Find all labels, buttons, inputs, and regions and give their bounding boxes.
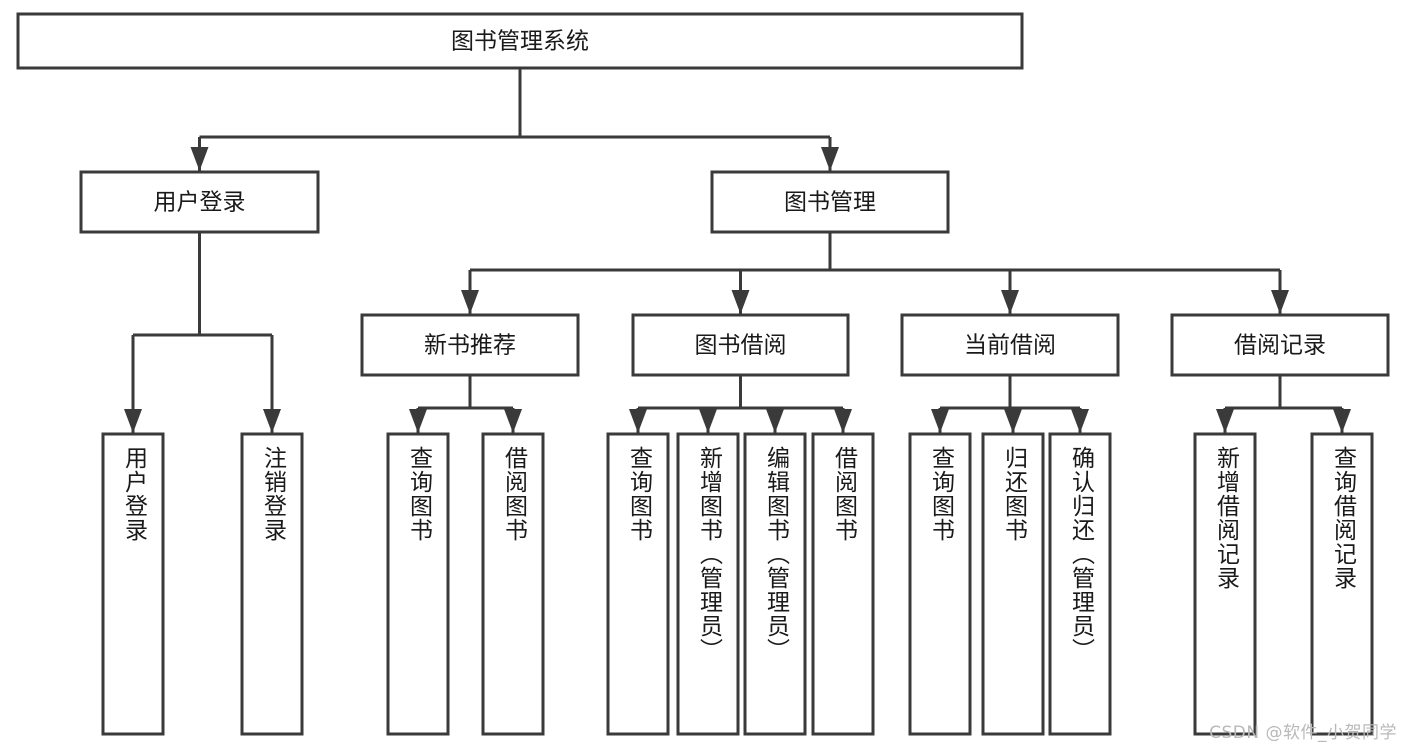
node-label-current-borrow: 当前借阅 [964,333,1056,359]
arrow-to-leaf-borrow-book-recommend [504,409,522,433]
node-box-book-management[interactable] [710,170,950,234]
node-label-user-login: 用户登录 [154,190,246,216]
node-box-leaf-query-book-recommend[interactable] [386,432,450,736]
arrow-to-new-book-recommend [461,290,479,314]
node-box-leaf-confirm-return-admin[interactable] [1048,432,1112,736]
node-box-leaf-return-book[interactable] [981,432,1045,736]
node-box-borrow-record[interactable] [1170,313,1390,377]
node-box-current-borrow[interactable] [900,313,1120,377]
arrow-to-leaf-logout-login [263,409,281,433]
arrow-to-leaf-user-login [124,409,142,433]
node-box-user-login[interactable] [79,170,320,234]
node-label-root: 图书管理系统 [451,29,589,55]
node-box-new-book-recommend[interactable] [360,313,580,377]
arrow-to-book-borrow [731,290,750,314]
arrow-to-book-management [821,147,839,171]
node-label-book-management: 图书管理 [784,190,876,216]
watermark-text: CSDN @软件_小贺同学 [1209,723,1397,743]
arrow-to-user-login [190,147,209,171]
node-box-leaf-query-borrow-record[interactable] [1310,432,1374,736]
node-box-leaf-user-login[interactable] [101,432,165,736]
arrow-to-leaf-query-borrow-record [1333,409,1351,433]
node-label-book-borrow: 图书借阅 [695,333,787,359]
node-box-leaf-add-borrow-record[interactable] [1193,432,1257,736]
node-label-borrow-record: 借阅记录 [1234,333,1326,359]
node-label-new-book-recommend: 新书推荐 [424,333,516,359]
node-box-leaf-add-book-admin[interactable] [676,432,740,736]
node-box-leaf-query-book-current[interactable] [908,432,972,736]
node-box-leaf-logout-login[interactable] [240,432,304,736]
node-box-leaf-edit-book-admin[interactable] [743,432,807,736]
node-box-leaf-borrow-book[interactable] [811,432,875,736]
node-box-book-borrow[interactable] [631,313,850,377]
arrow-to-leaf-add-borrow-record [1216,409,1234,433]
arrow-to-leaf-add-book-admin [699,409,717,433]
arrow-to-leaf-query-book-recommend [409,409,427,433]
arrow-to-borrow-record [1271,290,1289,314]
arrow-to-leaf-query-book-borrow [629,409,647,433]
arrow-to-leaf-edit-book-admin [766,409,784,433]
node-box-leaf-query-book-borrow[interactable] [606,432,670,736]
arrow-to-current-borrow [1001,290,1019,314]
boxes-layer [16,12,1390,736]
arrow-to-leaf-borrow-book [834,409,852,433]
arrow-to-leaf-confirm-return-admin [1071,409,1089,433]
arrow-to-leaf-query-book-current [931,409,949,433]
connectors-layer [124,68,1351,433]
node-box-root[interactable] [16,12,1024,70]
node-box-leaf-borrow-book-recommend[interactable] [481,432,545,736]
arrow-to-leaf-return-book [1004,409,1022,433]
